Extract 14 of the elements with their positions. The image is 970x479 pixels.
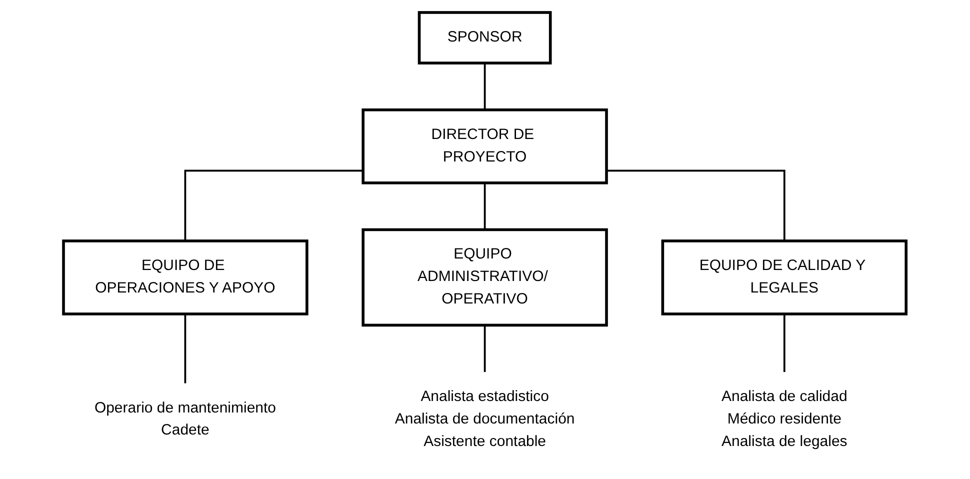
connector bbox=[484, 62, 486, 110]
node-box: EQUIPO ADMINISTRATIVO/ OPERATIVO bbox=[362, 228, 608, 326]
connector bbox=[484, 324, 486, 372]
node-text: Operario de mantenimiento Cadete bbox=[94, 400, 276, 438]
connector bbox=[184, 169, 364, 240]
connector bbox=[784, 312, 786, 372]
node-text: Analista de calidad Médico residente Analista de legales bbox=[722, 388, 848, 450]
connector bbox=[184, 312, 186, 383]
connector bbox=[606, 169, 786, 240]
node-box: EQUIPO DE OPERACIONES Y APOYO bbox=[62, 239, 309, 315]
node-box: EQUIPO DE CALIDAD Y LEGALES bbox=[661, 239, 908, 315]
node-box: SPONSOR bbox=[418, 10, 552, 64]
node-text: Analista estadistico Analista de documentación Asistente contable bbox=[395, 388, 575, 450]
node-box: DIRECTOR DE PROYECTO bbox=[362, 108, 608, 184]
